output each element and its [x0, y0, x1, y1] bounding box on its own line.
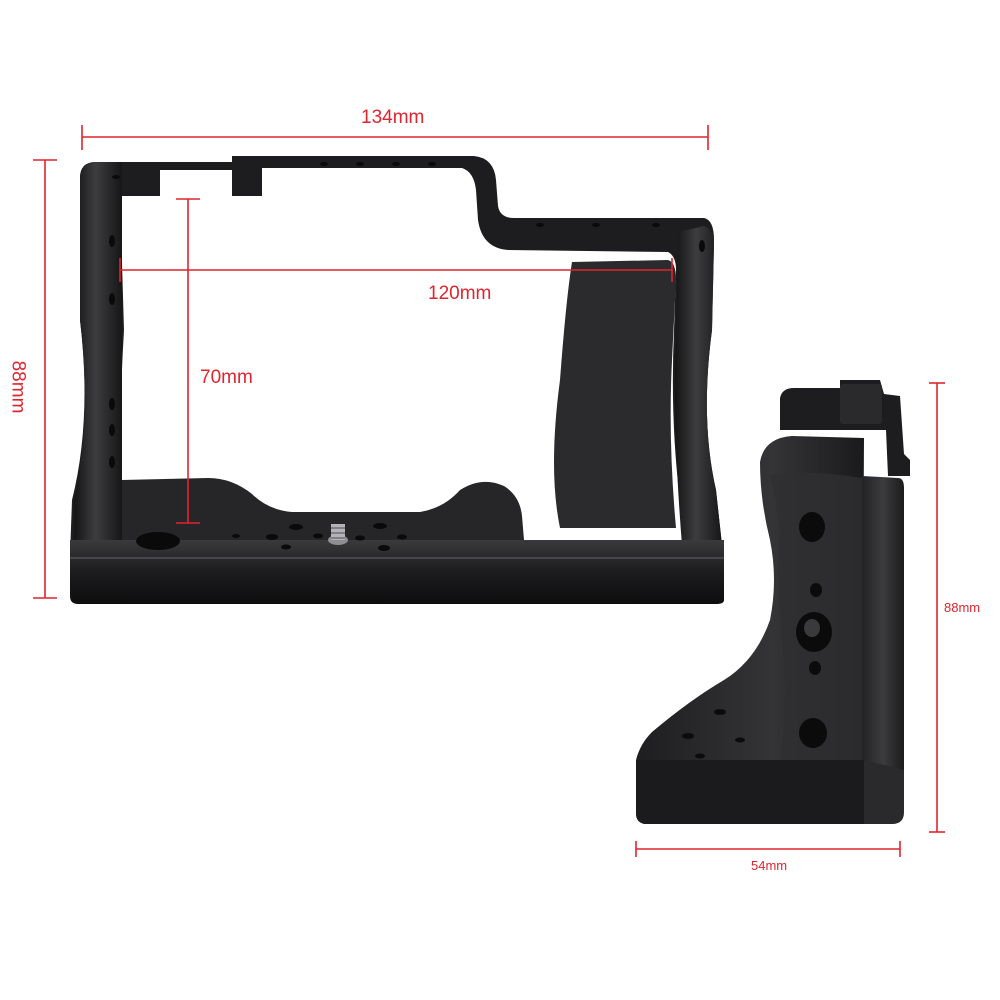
dimension-lines — [33, 125, 945, 857]
quarter-inch-screw-icon — [328, 524, 348, 545]
grip-holes — [796, 512, 832, 748]
label-cage-width: 134mm — [361, 107, 425, 128]
label-grip-width: 54mm — [751, 858, 788, 873]
cage-right-upright — [674, 226, 722, 545]
cage-inner-ledge — [122, 478, 524, 540]
label-grip-height: 88mm — [944, 600, 981, 615]
grip-base-side — [864, 760, 904, 824]
label-cage-height: 88mm — [7, 360, 29, 414]
baseplate-holes — [136, 523, 407, 551]
grip-body-side — [862, 476, 904, 786]
grip-clamp-knob — [840, 384, 882, 424]
cage-top-holes — [112, 162, 660, 227]
camera-cage — [70, 156, 724, 604]
cage-grip-block — [554, 260, 676, 528]
label-cage-inner-height: 70mm — [200, 367, 253, 388]
cage-frame — [70, 156, 722, 556]
cage-grip-slot — [528, 485, 548, 540]
cage-baseplate — [70, 540, 724, 604]
cage-side-holes — [109, 235, 705, 468]
grip-base-block — [636, 760, 864, 824]
label-cage-inner-width: 120mm — [428, 283, 492, 304]
grip-base-holes — [682, 709, 745, 759]
handle-grip — [636, 380, 910, 824]
cage-left-upright — [74, 162, 122, 540]
